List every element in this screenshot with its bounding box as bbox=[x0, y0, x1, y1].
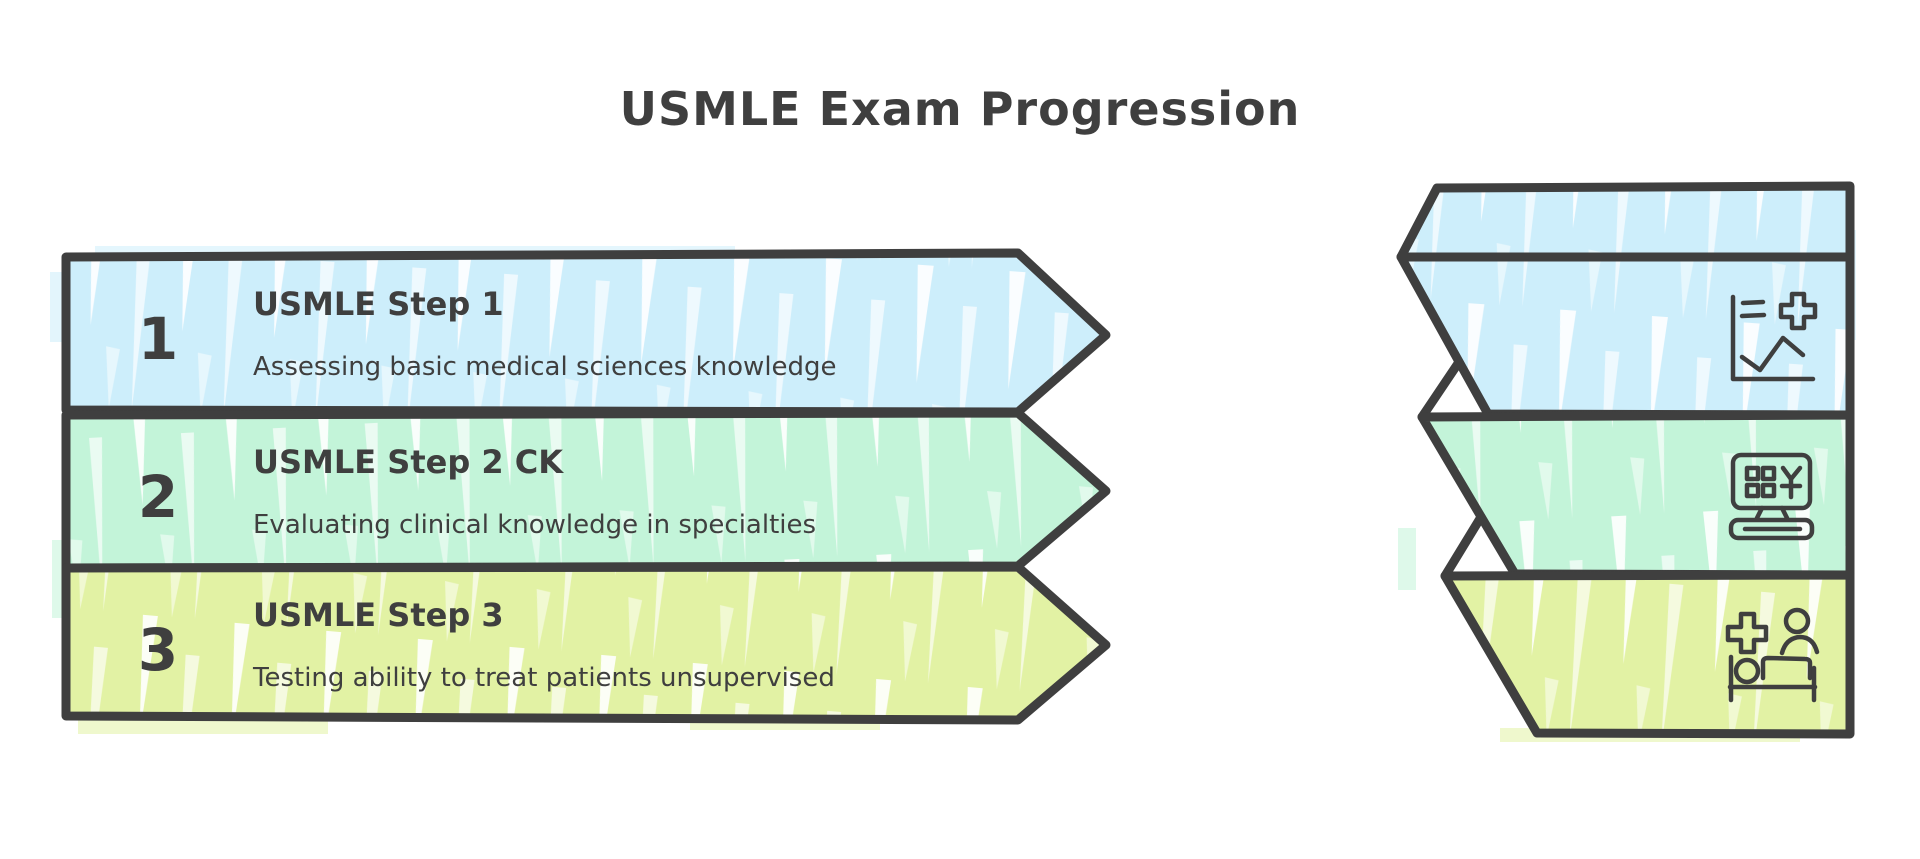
step-description: Testing ability to treat patients unsupe… bbox=[253, 663, 835, 693]
step-banner-arrow-3 bbox=[61, 562, 1111, 725]
ribbon-fold-line bbox=[1440, 512, 1486, 581]
step-number: 3 bbox=[137, 616, 179, 684]
ribbon-top-fold bbox=[1396, 181, 1855, 262]
step-description: Evaluating clinical knowledge in special… bbox=[253, 510, 817, 540]
folded-ribbon bbox=[1396, 181, 1855, 739]
step-description: Assessing basic medical sciences knowled… bbox=[253, 352, 837, 382]
computer-exam-icon bbox=[1728, 452, 1815, 541]
step-banner-arrow-2 bbox=[61, 408, 1111, 573]
step-title: USMLE Step 1 bbox=[253, 285, 504, 323]
ribbon-section-step2 bbox=[1417, 410, 1855, 580]
step-banners bbox=[61, 248, 1111, 725]
line-chart-medical-cross-icon bbox=[1730, 291, 1818, 382]
step-title: USMLE Step 2 CK bbox=[253, 443, 564, 481]
patient-bed-icon bbox=[1725, 607, 1820, 703]
step-number: 1 bbox=[137, 305, 179, 373]
ribbon-fold-line bbox=[1417, 357, 1464, 422]
step-banner-arrow-1 bbox=[61, 248, 1111, 417]
diagram-title: USMLE Exam Progression bbox=[619, 82, 1301, 136]
ribbon-section-step3 bbox=[1440, 570, 1855, 739]
step-number: 2 bbox=[137, 463, 179, 531]
step-title: USMLE Step 3 bbox=[253, 596, 504, 634]
